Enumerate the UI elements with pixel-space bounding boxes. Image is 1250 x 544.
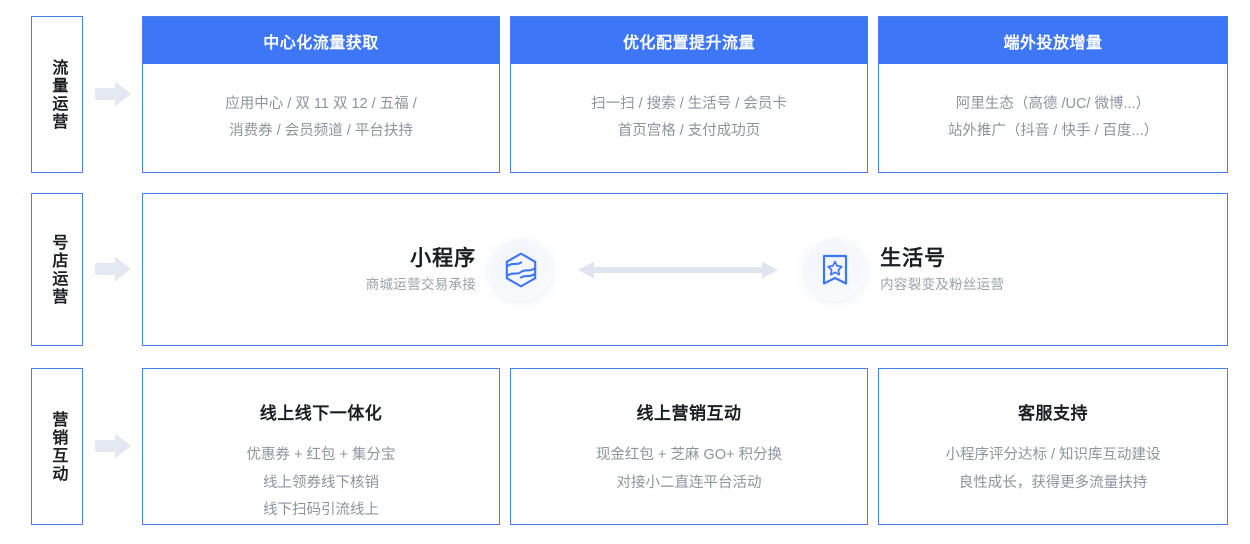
node-title: 生活号 bbox=[880, 246, 947, 270]
card-line: 现金红包 + 芝麻 GO+ 积分换 bbox=[595, 447, 783, 463]
life-account-bookmark-star-icon bbox=[804, 238, 867, 301]
row-label-text: 营销互动 bbox=[49, 410, 67, 483]
card-body: 现金红包 + 芝麻 GO+ 积分换 对接小二直连平台活动 bbox=[511, 442, 867, 497]
card-title: 线上线下一体化 bbox=[259, 404, 383, 423]
card-body: 小程序评分达标 / 知识库互动建设 良性成长，获得更多流量扶持 bbox=[879, 442, 1227, 497]
card-body: 扫一扫 / 搜索 / 生活号 / 会员卡 首页宫格 / 支付成功页 bbox=[511, 64, 867, 172]
row-label-marketing-interaction: 营销互动 bbox=[31, 368, 83, 525]
node-title: 小程序 bbox=[410, 246, 477, 270]
card-optimize-config-traffic[interactable]: 优化配置提升流量 扫一扫 / 搜索 / 生活号 / 会员卡 首页宫格 / 支付成… bbox=[510, 16, 868, 173]
card-centralized-traffic[interactable]: 中心化流量获取 应用中心 / 双 11 双 12 / 五福 / 消费券 / 会员… bbox=[142, 16, 500, 173]
card-customer-service-support[interactable]: 客服支持 小程序评分达标 / 知识库互动建设 良性成长，获得更多流量扶持 bbox=[878, 368, 1228, 525]
card-line: 优惠券 + 红包 + 集分宝 bbox=[246, 447, 396, 463]
node-text: 生活号 内容裂变及粉丝运营 bbox=[880, 246, 1004, 294]
card-online-marketing-interaction[interactable]: 线上营销互动 现金红包 + 芝麻 GO+ 积分换 对接小二直连平台活动 bbox=[510, 368, 868, 525]
row-label-traffic-operations: 流量运营 bbox=[31, 16, 83, 173]
card-line: 线下扫码引流线上 bbox=[263, 502, 379, 519]
card-offsite-delivery-growth[interactable]: 端外投放增量 阿里生态（高德 /UC/ 微博...） 站外推广（抖音 / 快手 … bbox=[878, 16, 1228, 173]
panel-account-store: 小程序 商城运营交易承接 bbox=[142, 193, 1228, 346]
card-body: 优惠券 + 红包 + 集分宝 线上领券线下核销 线下扫码引流线上 bbox=[143, 442, 499, 525]
card-line: 小程序评分达标 / 知识库互动建设 bbox=[945, 447, 1161, 463]
node-mini-program[interactable]: 小程序 商城运营交易承接 bbox=[366, 238, 553, 301]
row-label-text: 流量运营 bbox=[49, 58, 67, 131]
card-line: 扫一扫 / 搜索 / 生活号 / 会员卡 bbox=[591, 96, 787, 113]
card-body: 应用中心 / 双 11 双 12 / 五福 / 消费券 / 会员频道 / 平台扶… bbox=[143, 64, 499, 172]
node-life-account[interactable]: 生活号 内容裂变及粉丝运营 bbox=[804, 238, 1004, 301]
card-line: 首页宫格 / 支付成功页 bbox=[617, 123, 761, 139]
card-header: 中心化流量获取 bbox=[143, 17, 499, 64]
card-line: 站外推广（抖音 / 快手 / 百度...） bbox=[947, 123, 1159, 139]
right-arrow-icon bbox=[95, 431, 133, 461]
card-line: 线上领券线下核销 bbox=[263, 474, 379, 491]
node-subtitle: 商城运营交易承接 bbox=[365, 276, 477, 292]
right-arrow-icon bbox=[95, 79, 133, 109]
panel-inner: 小程序 商城运营交易承接 bbox=[143, 194, 1227, 345]
row-marketing-interaction: 营销互动 线上线下一体化 优惠券 + 红包 + 集分宝 线上领券线下核销 线下扫… bbox=[0, 368, 1250, 525]
mini-program-icon bbox=[490, 238, 553, 301]
double-headed-arrow-icon bbox=[578, 257, 779, 283]
row-traffic-operations: 流量运营 中心化流量获取 应用中心 / 双 11 双 12 / 五福 / 消费券… bbox=[0, 16, 1250, 173]
card-body: 阿里生态（高德 /UC/ 微博...） 站外推广（抖音 / 快手 / 百度...… bbox=[879, 64, 1227, 172]
card-line: 阿里生态（高德 /UC/ 微博...） bbox=[955, 96, 1151, 113]
card-header: 端外投放增量 bbox=[879, 17, 1227, 64]
card-line: 消费券 / 会员频道 / 平台扶持 bbox=[229, 123, 413, 139]
card-title: 线上营销互动 bbox=[636, 404, 742, 423]
card-line: 应用中心 / 双 11 双 12 / 五福 / bbox=[225, 96, 417, 113]
card-title: 客服支持 bbox=[1018, 404, 1088, 423]
right-arrow-icon bbox=[95, 254, 133, 284]
row-label-account-store-operations: 号店运营 bbox=[31, 193, 83, 346]
card-header: 优化配置提升流量 bbox=[511, 17, 867, 64]
node-subtitle: 内容裂变及粉丝运营 bbox=[880, 276, 1005, 292]
card-line: 对接小二直连平台活动 bbox=[616, 474, 762, 491]
card-line: 良性成长，获得更多流量扶持 bbox=[958, 474, 1148, 491]
node-text: 小程序 商城运营交易承接 bbox=[366, 246, 476, 294]
row-account-store-operations: 号店运营 小程序 商城运营交易承接 bbox=[0, 193, 1250, 346]
row-label-text: 号店运营 bbox=[49, 233, 67, 306]
card-online-offline-integration[interactable]: 线上线下一体化 优惠券 + 红包 + 集分宝 线上领券线下核销 线下扫码引流线上 bbox=[142, 368, 500, 525]
